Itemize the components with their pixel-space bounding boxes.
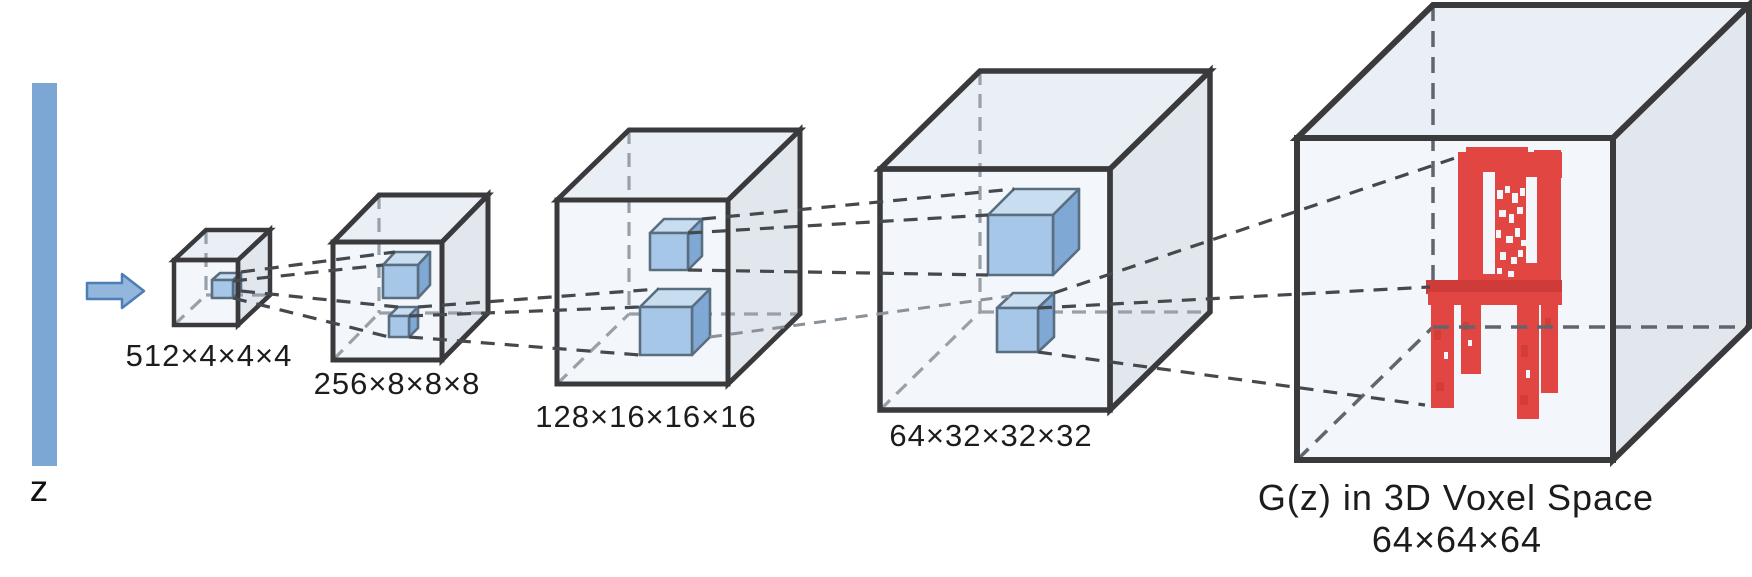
feature-region-large xyxy=(381,250,432,300)
layer-cube-3 xyxy=(550,124,807,390)
feature-region-large xyxy=(986,187,1081,277)
output-voxel-cube xyxy=(1289,0,1752,468)
layer-label-1: 512×4×4×4 xyxy=(126,338,293,373)
feature-region-small xyxy=(387,305,420,339)
latent-label: z xyxy=(30,468,49,509)
layer-cube-2 xyxy=(327,188,494,367)
latent-vector-bar xyxy=(32,83,57,466)
output-label: G(z) in 3D Voxel Space xyxy=(1258,477,1654,518)
layer-label-2: 256×8×8×8 xyxy=(314,366,481,401)
layer-label-3: 128×16×16×16 xyxy=(535,399,756,434)
flow-arrow-icon xyxy=(85,272,146,310)
feature-region-small xyxy=(995,291,1056,354)
layer-cube-4 xyxy=(873,64,1217,417)
output-dimensions-label: 64×64×64 xyxy=(1372,519,1542,560)
feature-region-small xyxy=(648,217,704,272)
layer-label-4: 64×32×32×32 xyxy=(889,418,1092,453)
layer-cube-1 xyxy=(168,224,276,331)
latent-vector: z xyxy=(30,83,57,509)
voxel-chair-3d-object xyxy=(1426,147,1562,419)
projection-lines xyxy=(232,155,1459,407)
feature-region-large xyxy=(638,287,712,357)
